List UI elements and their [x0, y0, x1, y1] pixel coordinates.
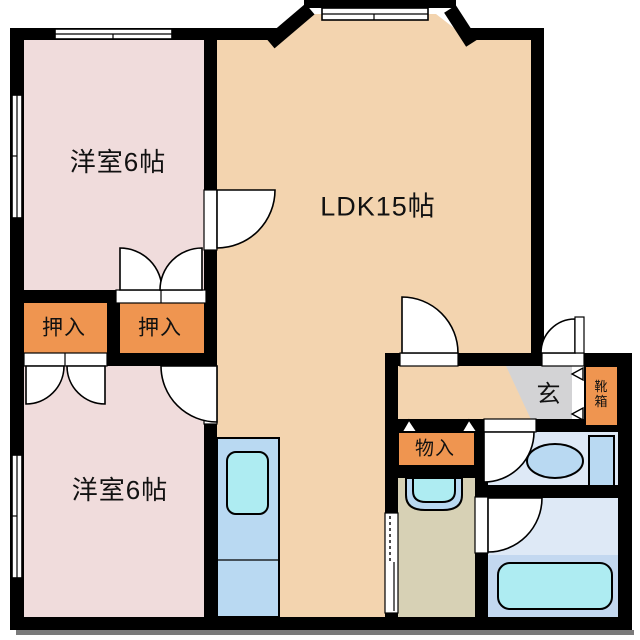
washroom-sliding-door	[384, 512, 399, 614]
step-mark-entry-bottom	[570, 406, 584, 422]
wall-closet-divider	[107, 290, 120, 366]
room-label-ldk: LDK15帖	[320, 191, 436, 222]
doors	[23, 189, 585, 614]
closet-right-floor	[113, 296, 210, 360]
windows	[11, 7, 429, 579]
bathroom-doorway	[474, 496, 489, 554]
door-swing-room-top	[216, 189, 276, 249]
room-label-closet-right: 押入	[138, 316, 182, 340]
front-door-swing	[540, 318, 576, 354]
storage-floor	[398, 432, 475, 467]
room-label-western-top: 洋室6帖	[69, 147, 167, 177]
closet-left-floor	[18, 296, 113, 360]
toilet-bowl	[526, 443, 584, 479]
plan-shadow	[16, 630, 634, 635]
wall-bay-diagonal-left	[265, 3, 315, 49]
washbasin-bowl	[412, 477, 456, 503]
wall-toilet-bath	[475, 485, 632, 498]
walls	[10, 0, 634, 635]
front-doorway	[541, 352, 585, 367]
wall-ldk-right	[531, 28, 544, 366]
step-mark-entry-top	[570, 366, 584, 382]
door-swing-room-bottom	[160, 365, 218, 423]
room-label-storage: 物入	[414, 438, 456, 460]
wall-storage-bottom	[385, 465, 488, 478]
door-swing-ldk-hallway	[401, 296, 459, 354]
room-label-shoe-cabinet: 靴箱	[594, 379, 608, 409]
storage-outline	[397, 431, 476, 468]
room-label-western-bottom: 洋室6帖	[71, 475, 169, 505]
room-label-entrance: 玄	[536, 381, 562, 408]
wall-bay-top	[304, 0, 456, 8]
bay-window-floor	[276, 14, 472, 42]
wall-bay-diagonal-right	[444, 5, 478, 47]
step-marks	[397, 365, 619, 468]
closet-left-door-left-swing	[25, 365, 65, 405]
western-room-top-floor	[18, 34, 210, 296]
wall-bottom	[10, 617, 632, 630]
toilet-tank	[588, 435, 615, 487]
closet-right-door-right-swing	[159, 247, 203, 291]
kitchen-sink	[226, 451, 269, 515]
room-label-closet-left: 押入	[42, 316, 86, 340]
shoe-cabinet-box	[584, 365, 619, 427]
closet-left-door-right-swing	[66, 365, 106, 405]
toilet-door-swing	[483, 431, 535, 483]
bathtub	[497, 562, 613, 610]
door-leaf-room-top	[203, 189, 218, 251]
front-door-leaf	[574, 316, 585, 354]
wall-rooms-ldk	[204, 28, 217, 630]
entrance-floor	[506, 366, 572, 426]
toilet-doorway	[483, 418, 537, 433]
wall-top-right	[464, 28, 544, 40]
bathroom-door-swing	[487, 497, 543, 553]
doorway-ldk-hallway	[399, 352, 459, 367]
